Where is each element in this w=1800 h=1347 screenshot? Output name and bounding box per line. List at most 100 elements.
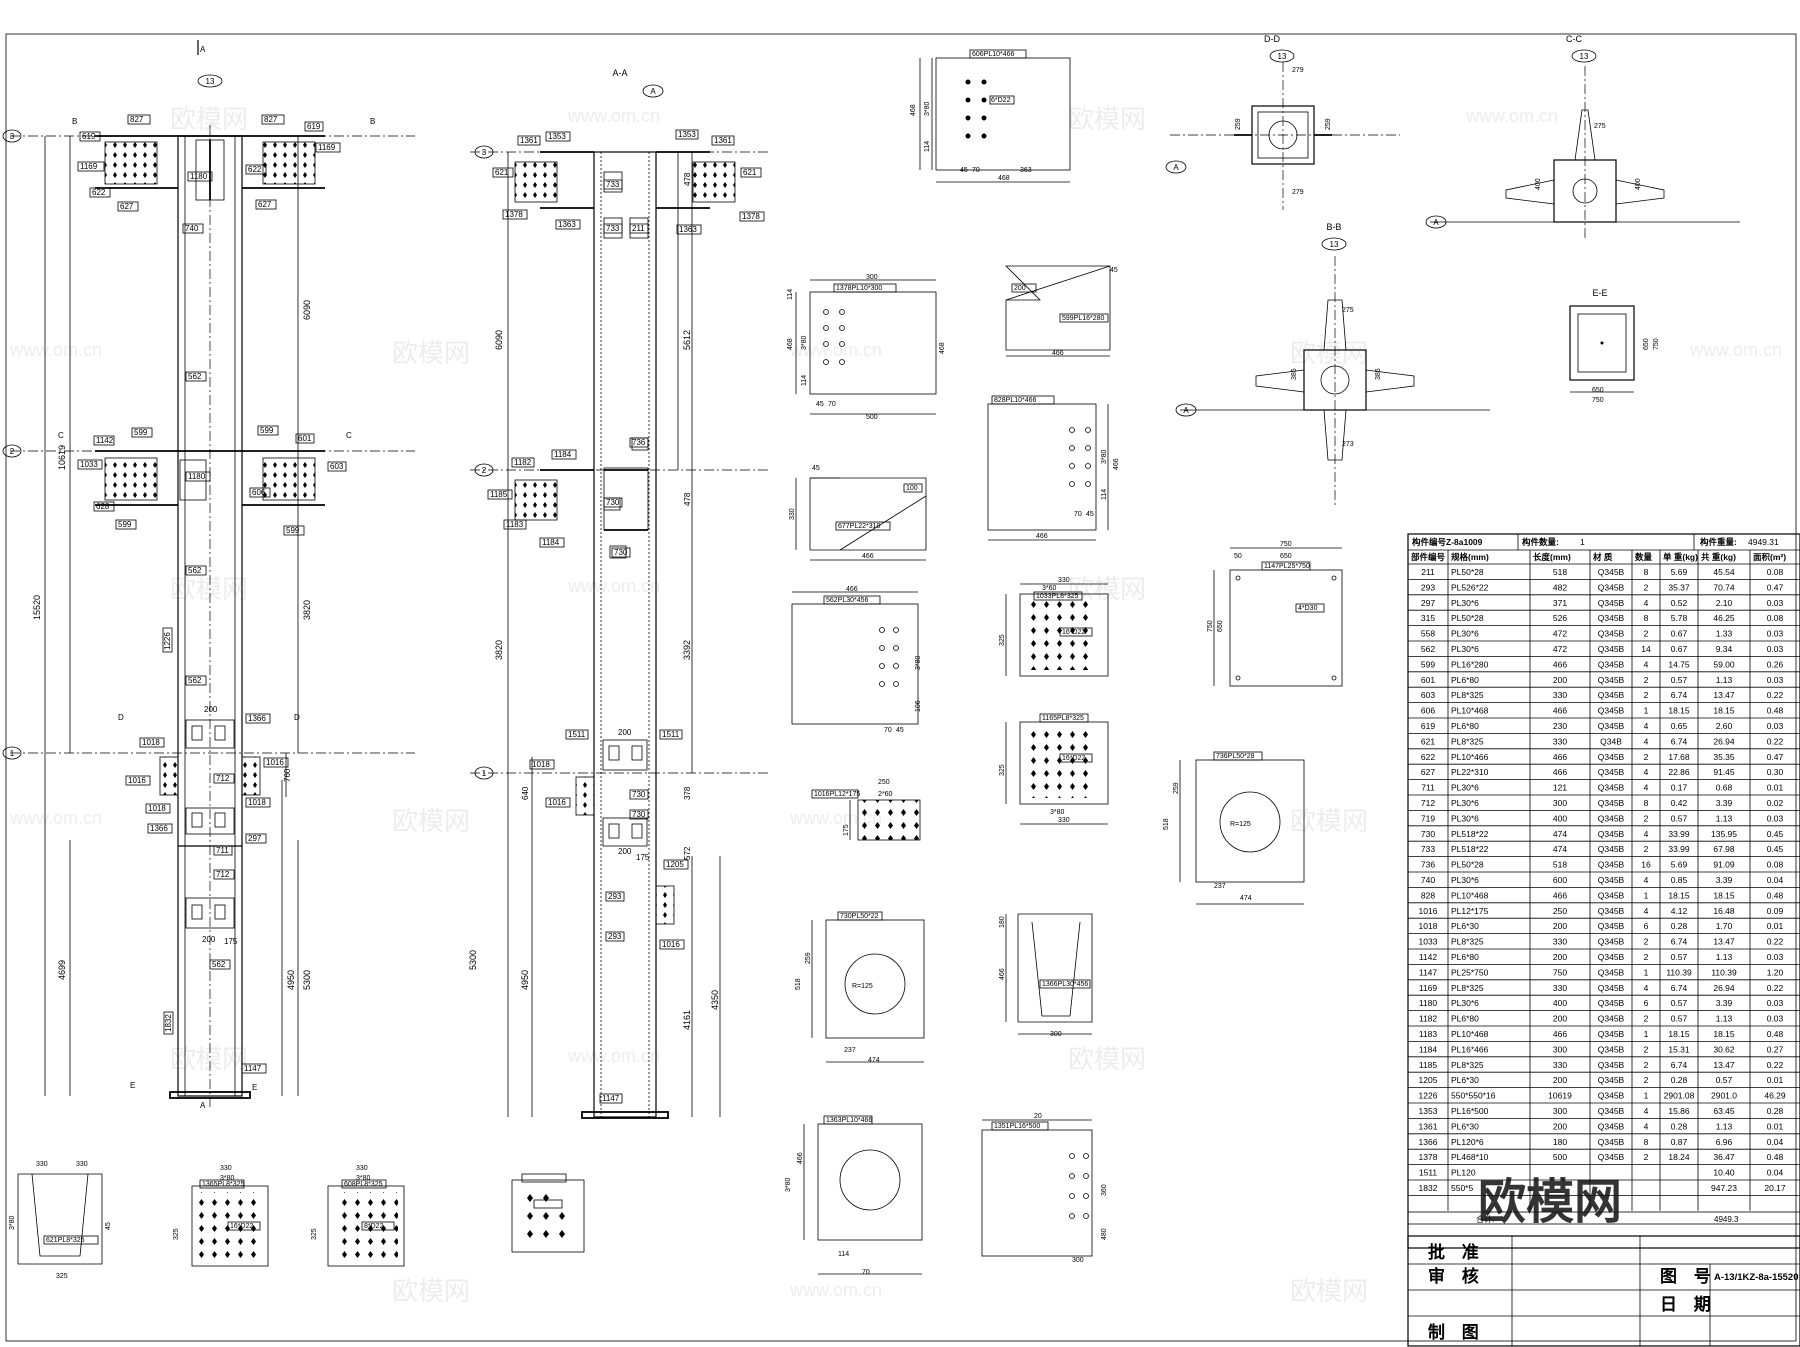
svg-text:构件数量:: 构件数量: [1522, 537, 1559, 547]
bom-cell: PL120*6 [1451, 1137, 1484, 1147]
bom-cell: 0.45 [1767, 844, 1784, 854]
bom-cell: 5.69 [1671, 860, 1688, 870]
bom-cell: Q345B [1598, 967, 1625, 977]
bom-cell: 603 [1421, 690, 1435, 700]
svg-text:733: 733 [606, 180, 620, 189]
bom-cell: 5.69 [1671, 567, 1688, 577]
svg-text:1016PL12*175: 1016PL12*175 [814, 791, 860, 798]
bom-cell: 1 [1644, 967, 1649, 977]
svg-text:474: 474 [868, 1057, 880, 1064]
bom-cell: 0.47 [1767, 582, 1784, 592]
svg-text:45: 45 [812, 465, 820, 472]
bom-cell: Q345B [1598, 1121, 1625, 1131]
svg-text:A: A [200, 1101, 206, 1110]
svg-text:621PL8*325: 621PL8*325 [46, 1237, 85, 1244]
svg-text:180: 180 [999, 916, 1006, 928]
svg-text:622: 622 [248, 165, 262, 174]
bom-cell: 46.29 [1764, 1091, 1786, 1101]
bom-cell: 0.04 [1767, 875, 1784, 885]
svg-text:297: 297 [248, 834, 262, 843]
bom-cell: 1 [1644, 706, 1649, 716]
bom-cell: 466 [1553, 706, 1567, 716]
section-aa-title: A-A [612, 68, 627, 78]
plate-detail-1165: 1165PL8*325 16*D22 325 3*80 330 [999, 713, 1109, 825]
svg-text:468: 468 [787, 338, 794, 350]
bom-cell: 230 [1553, 721, 1567, 731]
bom-cell: 0.01 [1767, 921, 1784, 931]
dim-760: 760 [283, 768, 292, 782]
bom-cell: 0.52 [1671, 598, 1688, 608]
bom-cell: 1 [1644, 890, 1649, 900]
svg-text:B: B [72, 117, 77, 126]
plate-detail-622: 677PL22*310 100 45 330 466 [789, 465, 927, 561]
bom-cell: 6.74 [1671, 983, 1688, 993]
bom-cell: PL120 [1451, 1168, 1476, 1178]
svg-text:4950: 4950 [520, 970, 530, 990]
svg-text:4949.3: 4949.3 [1714, 1215, 1739, 1224]
bom-cell: Q345B [1598, 783, 1625, 793]
svg-text:6090: 6090 [494, 330, 504, 350]
bom-cell: PL6*30 [1451, 1075, 1479, 1085]
bom-cell: 200 [1553, 1014, 1567, 1024]
svg-text:E: E [252, 1083, 257, 1092]
bom-cell: 4 [1644, 736, 1649, 746]
svg-text:827: 827 [264, 115, 278, 124]
dim-5300: 5300 [302, 970, 312, 990]
bom-cell: 2 [1644, 690, 1649, 700]
svg-text:构件重量:: 构件重量: [1700, 537, 1737, 547]
bom-cell: 1 [1644, 1029, 1649, 1039]
bom-cell: PL526*22 [1451, 582, 1489, 592]
svg-text:275: 275 [1342, 307, 1354, 314]
svg-text:518: 518 [795, 978, 802, 990]
bom-cell: 0.26 [1767, 659, 1784, 669]
svg-text:欧模网: 欧模网 [392, 338, 470, 368]
plate-detail-1033: 1033PL8*325 16*D22 330 3*60 325 [999, 577, 1109, 677]
svg-text:www.om.cn: www.om.cn [1689, 340, 1782, 360]
svg-text:468: 468 [998, 175, 1010, 182]
bom-cell: 6.74 [1671, 937, 1688, 947]
bom-cell: 1366 [1419, 1137, 1438, 1147]
bom-cell: 0.04 [1767, 1168, 1784, 1178]
svg-text:3*60: 3*60 [1042, 585, 1057, 592]
bom-cell: 1185 [1419, 1060, 1438, 1070]
svg-text:www.om.cn: www.om.cn [567, 576, 660, 596]
bom-cell: 91.09 [1713, 860, 1735, 870]
svg-text:4161: 4161 [682, 1010, 692, 1030]
bom-cell: Q345B [1598, 844, 1625, 854]
svg-text:1033: 1033 [80, 460, 98, 469]
title-block: 批 准 审 核 制 图 图 号 A-13/1KZ-8a-15520 日 期 合计… [1407, 1211, 1800, 1347]
bom-cell: 9.34 [1716, 644, 1733, 654]
bom-cell: 1832 [1419, 1183, 1438, 1193]
bom-cell: Q345B [1598, 659, 1625, 669]
bom-cell: 0.67 [1671, 629, 1688, 639]
bom-cell: 1205 [1419, 1075, 1438, 1085]
bom-cell: 947.23 [1711, 1183, 1737, 1193]
svg-text:466: 466 [846, 586, 858, 593]
svg-text:1353: 1353 [548, 132, 566, 141]
bom-cell: 0.03 [1767, 675, 1784, 685]
bom-cell: 8 [1644, 567, 1649, 577]
bom-cell: 2901.0 [1711, 1091, 1737, 1101]
svg-text:1205: 1205 [666, 860, 684, 869]
bom-cell: 200 [1553, 952, 1567, 962]
svg-text:650: 650 [1592, 387, 1604, 394]
bom-cell: 0.57 [1671, 675, 1688, 685]
main-column-view: 3 2 1 13 A [2, 40, 415, 1110]
bom-cell: Q345B [1598, 706, 1625, 716]
column-tag: 13 [206, 77, 215, 86]
svg-text:合计:: 合计: [1476, 1214, 1494, 1224]
svg-text:www.om.cn: www.om.cn [1465, 106, 1558, 126]
bom-cell: 18.15 [1668, 890, 1690, 900]
bom-cell: 2 [1644, 937, 1649, 947]
svg-text:A: A [1173, 163, 1179, 172]
svg-text:827: 827 [130, 115, 144, 124]
svg-text:1353: 1353 [678, 130, 696, 139]
svg-text:273: 273 [1342, 441, 1354, 448]
bom-cell: 526 [1553, 613, 1567, 623]
plate-detail-828: 828PL10*466 466 3*80 114 70 45 466 [987, 395, 1120, 541]
